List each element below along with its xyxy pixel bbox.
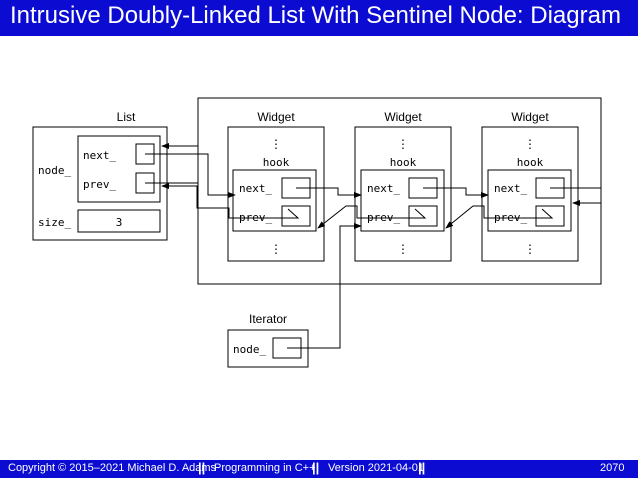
widget-2-next-label: next_	[367, 182, 400, 195]
widget-2-hook-label: hook	[390, 156, 417, 169]
pointer-arrows	[145, 97, 602, 349]
arrow-widget-1-prev	[161, 183, 300, 219]
widget-2-label: Widget	[384, 110, 422, 124]
widget-3-label: Widget	[511, 110, 549, 124]
arrow-widget-2-next	[423, 187, 489, 198]
list-node-label: node_	[38, 164, 71, 177]
footer-course: Programming in C++	[214, 462, 316, 474]
widget-3-dots-top: ⋮	[524, 137, 536, 151]
list-label: List	[117, 110, 136, 124]
footer-page-number: 2070	[600, 462, 625, 474]
footer-separator-3: ||	[418, 460, 426, 475]
footer-version: Version 2021-04-01	[328, 462, 425, 474]
arrow-widget-2-prev	[317, 205, 427, 229]
list-prev-label: prev_	[83, 178, 116, 191]
list-size-label: size_	[38, 216, 71, 229]
arrow-loop-to-widget-3	[572, 200, 602, 284]
widget-1-hook-label: hook	[263, 156, 290, 169]
iterator-object: Iterator node_	[227, 312, 309, 368]
widget-3: Widget ⋮ hook next_ prev_ ⋮	[481, 110, 579, 262]
title-bar: Intrusive Doubly-Linked List With Sentin…	[0, 0, 638, 36]
footer-separator-1: ||	[198, 460, 206, 475]
widget-2: Widget ⋮ hook next_ prev_ ⋮	[354, 110, 452, 262]
widget-3-hook-label: hook	[517, 156, 544, 169]
diagram: List node_ next_ prev_ size_ 3 Widget ⋮ …	[32, 97, 602, 368]
slide-title: Intrusive Doubly-Linked List With Sentin…	[10, 2, 621, 29]
widget-1-dots-top: ⋮	[270, 137, 282, 151]
footer-copyright: Copyright © 2015–2021 Michael D. Adams	[8, 462, 217, 474]
arrow-widget-1-next	[296, 187, 362, 198]
widget-1-next-label: next_	[239, 182, 272, 195]
iterator-node-label: node_	[233, 343, 266, 356]
widget-3-next-label: next_	[494, 182, 527, 195]
widget-1-label: Widget	[257, 110, 295, 124]
list-next-label: next_	[83, 149, 116, 162]
widget-2-dots-bottom: ⋮	[397, 242, 409, 256]
list-object: List node_ next_ prev_ size_ 3	[32, 110, 168, 241]
widget-2-dots-top: ⋮	[397, 137, 409, 151]
widget-1: Widget ⋮ hook next_ prev_ ⋮	[227, 110, 325, 262]
arrow-widget-3-prev	[445, 205, 554, 229]
iterator-label: Iterator	[249, 312, 287, 326]
footer-bar: Copyright © 2015–2021 Michael D. Adams |…	[0, 460, 638, 478]
widget-3-dots-bottom: ⋮	[524, 242, 536, 256]
footer-separator-2: ||	[312, 460, 320, 475]
list-size-value: 3	[116, 216, 123, 229]
list-size-field	[77, 209, 161, 233]
widget-1-dots-bottom: ⋮	[270, 242, 282, 256]
arrow-list-next	[145, 153, 236, 198]
arrow-iterator-node	[287, 223, 362, 349]
